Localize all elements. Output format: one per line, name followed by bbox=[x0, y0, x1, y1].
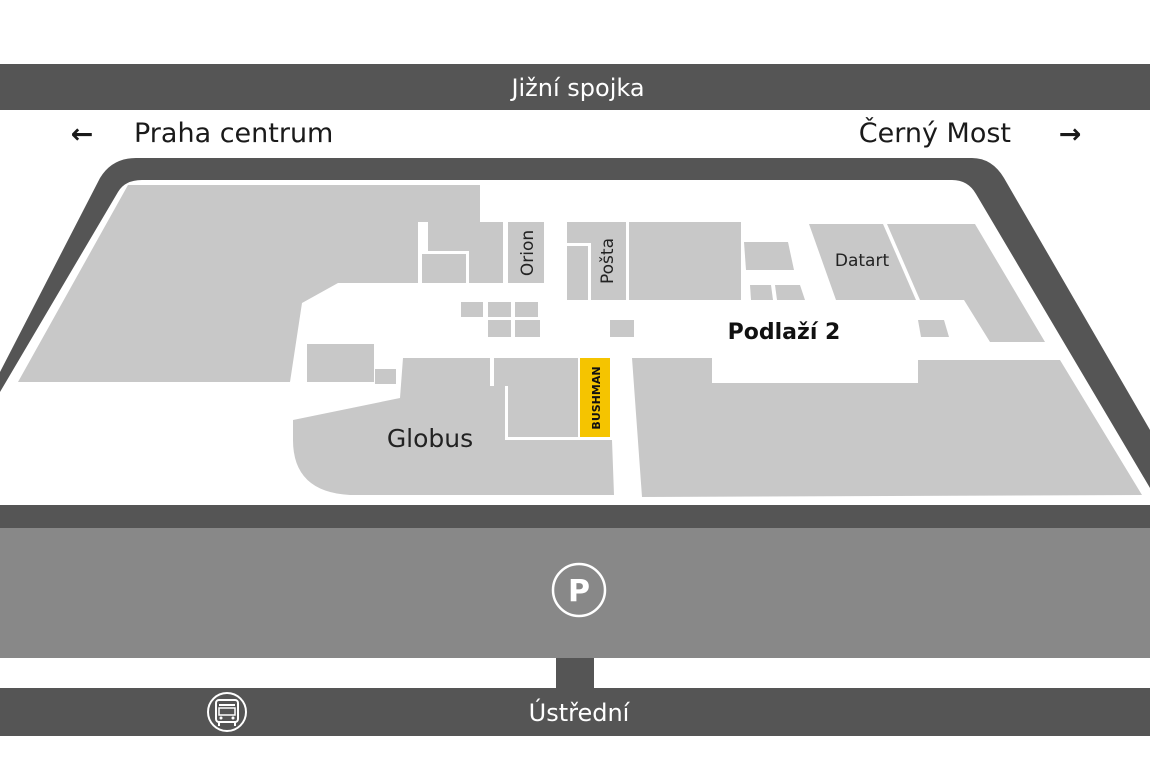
shop[interactable] bbox=[307, 344, 374, 382]
shop[interactable] bbox=[887, 224, 1045, 342]
shop-large-east[interactable] bbox=[632, 358, 1142, 497]
shop-datart[interactable] bbox=[809, 224, 916, 300]
shop[interactable] bbox=[567, 246, 588, 300]
shop-bushman[interactable] bbox=[580, 358, 610, 437]
kiosk[interactable] bbox=[488, 320, 511, 337]
parking-area bbox=[0, 528, 1150, 658]
shop[interactable] bbox=[422, 254, 466, 283]
direction-right-label: Černý Most bbox=[859, 117, 1011, 149]
shop-label-globus: Globus bbox=[387, 424, 473, 453]
kiosk[interactable] bbox=[461, 302, 483, 317]
road-jizni-spojka bbox=[0, 64, 1150, 110]
shop-label-bushman: BUSHMAN bbox=[590, 366, 603, 429]
shop-orion[interactable] bbox=[508, 222, 544, 283]
shop-label-orion: Orion bbox=[518, 230, 538, 276]
road-ustredni bbox=[0, 688, 1150, 736]
kiosk[interactable] bbox=[515, 302, 538, 317]
bus-stop-icon bbox=[207, 692, 247, 732]
direction-left-label: Praha centrum bbox=[134, 118, 333, 149]
shop-label-posta: Pošta bbox=[598, 238, 618, 284]
shop-large-west[interactable] bbox=[18, 185, 480, 382]
shop-posta[interactable] bbox=[567, 222, 626, 300]
kiosk[interactable] bbox=[610, 320, 634, 337]
shops bbox=[18, 185, 1142, 497]
road-label-top: Jižní spojka bbox=[509, 74, 644, 102]
parking-icon: P bbox=[551, 562, 607, 618]
shop[interactable] bbox=[775, 285, 805, 300]
shop-globus[interactable] bbox=[293, 358, 614, 495]
shop[interactable] bbox=[428, 222, 503, 283]
kiosk[interactable] bbox=[488, 302, 511, 317]
shop[interactable] bbox=[375, 369, 396, 384]
parking-letter: P bbox=[568, 574, 590, 609]
shop[interactable] bbox=[629, 222, 741, 300]
access-road bbox=[556, 658, 594, 690]
kiosk[interactable] bbox=[918, 320, 949, 337]
arrow-left-icon: ← bbox=[71, 119, 94, 150]
shop[interactable] bbox=[494, 358, 578, 437]
kiosk[interactable] bbox=[515, 320, 540, 337]
shop[interactable] bbox=[750, 285, 773, 300]
shop[interactable] bbox=[744, 242, 794, 270]
floor-label: Podlaží 2 bbox=[728, 320, 841, 345]
road-label-bottom: Ústřední bbox=[529, 697, 631, 727]
shop-label-datart: Datart bbox=[835, 251, 890, 271]
arrow-right-icon: → bbox=[1059, 119, 1082, 150]
